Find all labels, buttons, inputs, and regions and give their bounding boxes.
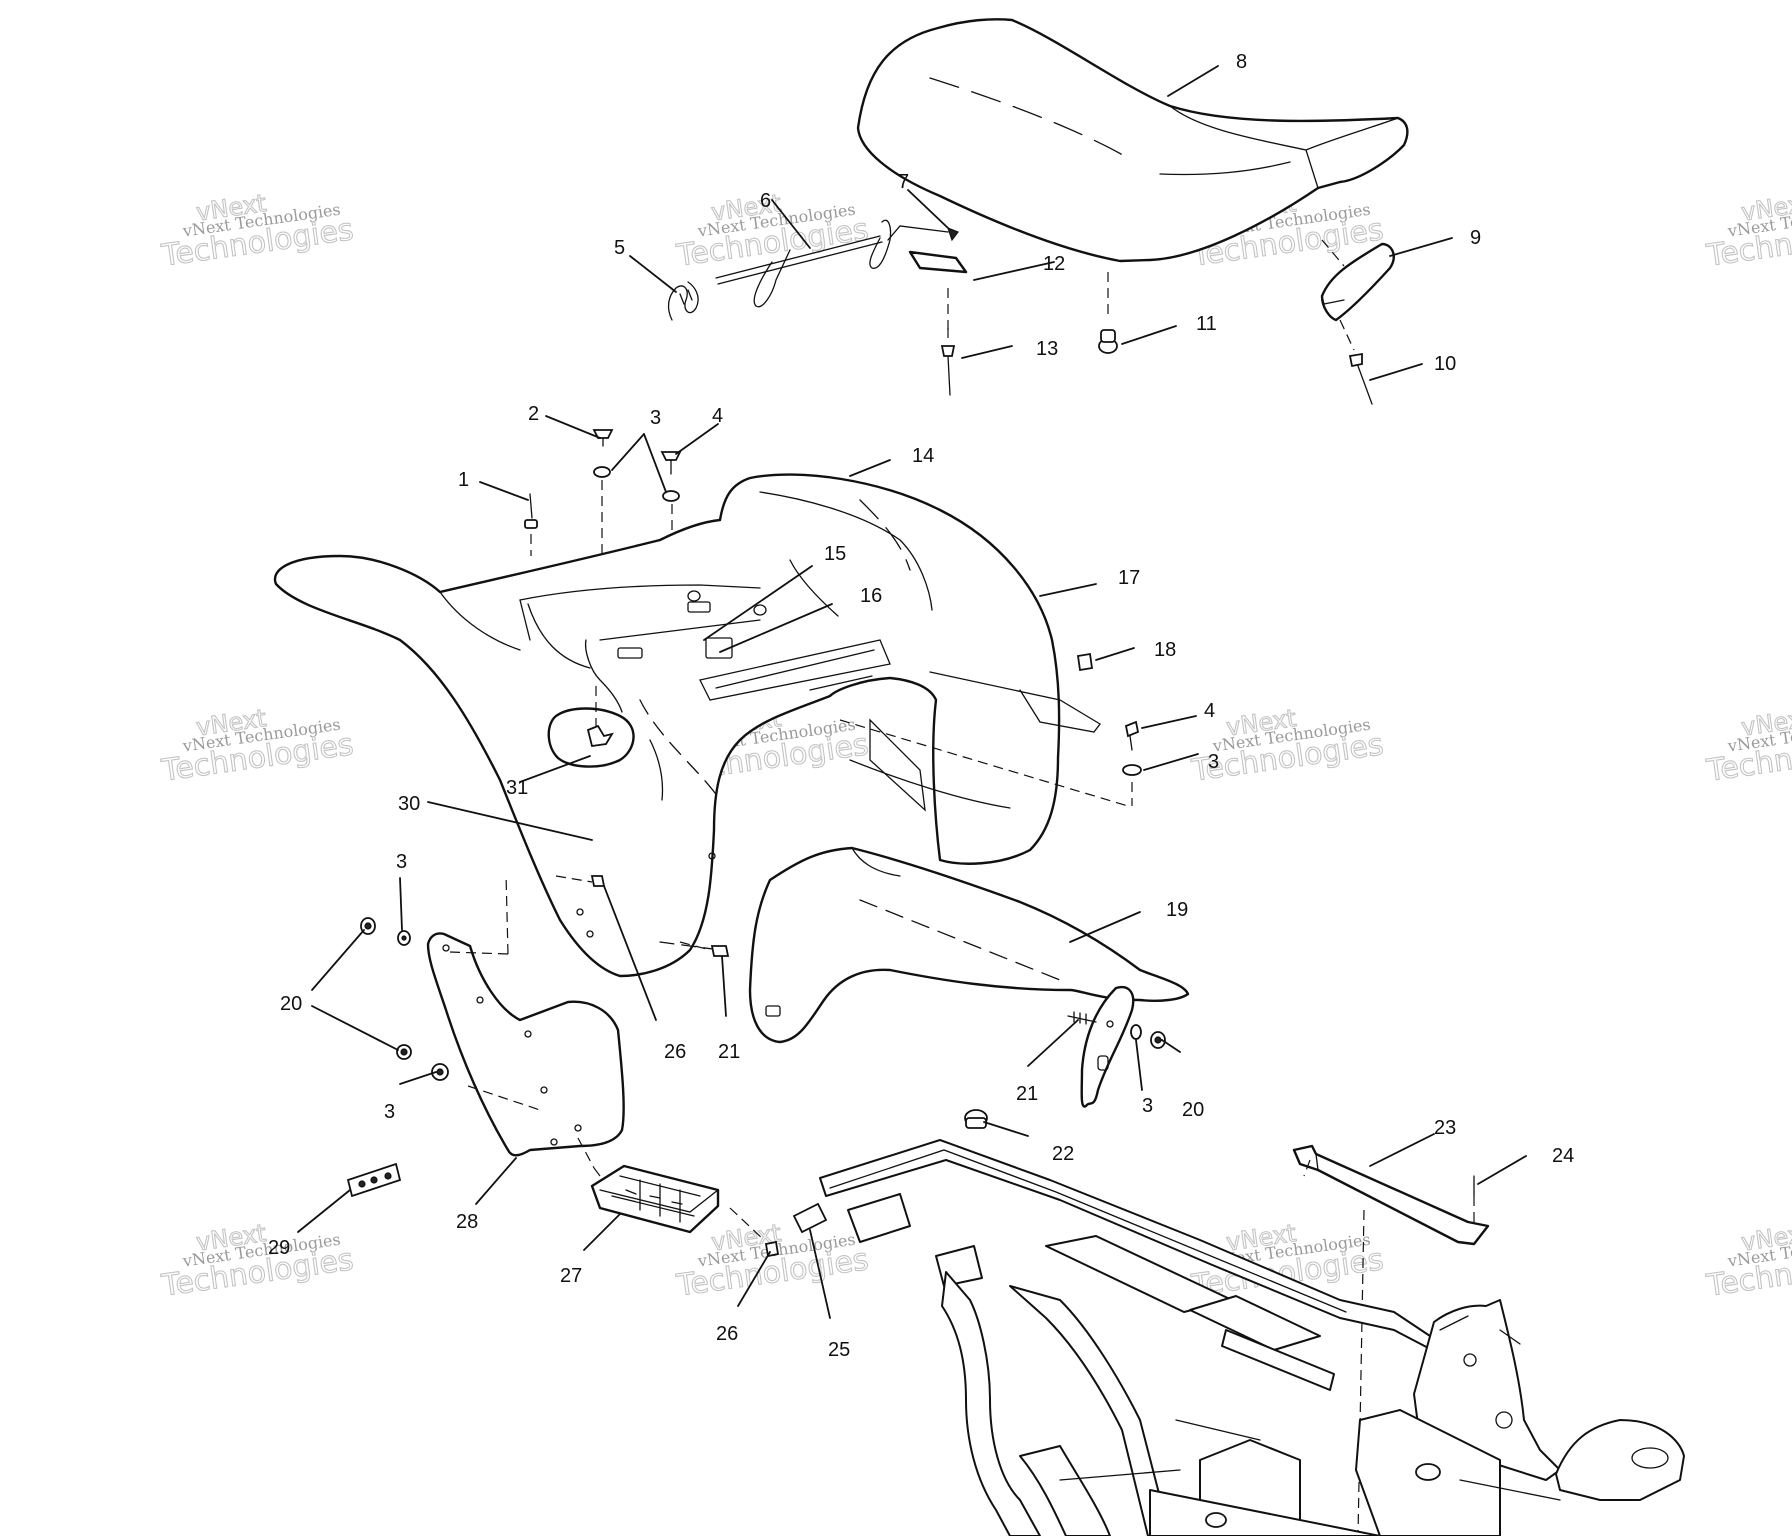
callout-25: 25 bbox=[828, 1339, 850, 1361]
callout-22: 22 bbox=[1052, 1143, 1074, 1165]
callout-17: 17 bbox=[1118, 567, 1140, 589]
plate-23 bbox=[1292, 1144, 1490, 1246]
callout-11: 11 bbox=[1196, 313, 1217, 335]
hardware-pushpin-1 bbox=[524, 493, 538, 556]
nut-lower-left bbox=[396, 1044, 412, 1060]
callout-4: 4 bbox=[712, 405, 723, 427]
watermark: vNext vNext Technologies Technologies bbox=[158, 1218, 356, 1304]
nut-right bbox=[1150, 1031, 1166, 1049]
callout-2: 2 bbox=[528, 403, 539, 425]
callout-9: 9 bbox=[1470, 227, 1481, 249]
callout-4b: 4 bbox=[1204, 700, 1215, 722]
callout-6: 6 bbox=[760, 190, 771, 212]
decal-31 bbox=[547, 686, 635, 768]
decal-25 bbox=[792, 1202, 828, 1234]
rear-fastener bbox=[1348, 352, 1373, 405]
watermark: vNext vNext Technologies Technologies bbox=[1703, 188, 1792, 274]
callout-31: 31 bbox=[506, 777, 528, 799]
callout-3: 3 bbox=[650, 407, 661, 429]
callout-23: 23 bbox=[1434, 1117, 1456, 1139]
seat-bumper bbox=[1098, 272, 1118, 354]
callout-26: 26 bbox=[664, 1041, 686, 1063]
callout-1: 1 bbox=[458, 469, 469, 491]
washer-right bbox=[1130, 1024, 1142, 1040]
callout-8: 8 bbox=[1236, 51, 1247, 73]
watermark: vNext vNext Technologies Technologies bbox=[158, 188, 356, 274]
callout-24: 24 bbox=[1552, 1145, 1574, 1167]
callout-3d: 3 bbox=[384, 1101, 395, 1123]
callout-13: 13 bbox=[1036, 338, 1058, 360]
latch-spring bbox=[667, 281, 699, 321]
mud-flap-left bbox=[426, 873, 625, 1177]
bumper-22 bbox=[964, 1109, 988, 1129]
washer-lower-left bbox=[431, 1063, 449, 1081]
rear-fender bbox=[273, 473, 1101, 978]
callout-5: 5 bbox=[614, 237, 625, 259]
hardware-screw-2 bbox=[592, 429, 614, 632]
callout-16: 16 bbox=[860, 585, 882, 607]
callout-10: 10 bbox=[1434, 353, 1456, 375]
bolt-right bbox=[1067, 1011, 1097, 1025]
callout-20b: 20 bbox=[1182, 1099, 1204, 1121]
latch-hook bbox=[715, 219, 892, 308]
callout-3c: 3 bbox=[396, 851, 407, 873]
guide-line bbox=[1303, 1159, 1311, 1177]
callout-14: 14 bbox=[912, 445, 934, 467]
callout-21: 21 bbox=[718, 1041, 740, 1063]
callout-3e: 3 bbox=[1142, 1095, 1153, 1117]
callout-18: 18 bbox=[1154, 639, 1176, 661]
screw-21-upper bbox=[679, 941, 730, 957]
screw-4-right bbox=[839, 719, 1142, 807]
callout-labels: 1 2 3 4 5 6 7 8 9 10 11 12 13 14 15 16 1… bbox=[268, 51, 1574, 1361]
frame bbox=[819, 1139, 1685, 1536]
leader-lines bbox=[297, 65, 1527, 1319]
fender-flap bbox=[659, 846, 1190, 1044]
washer-upper-left bbox=[397, 930, 411, 946]
guide-line bbox=[1357, 1209, 1365, 1536]
callout-27: 27 bbox=[560, 1265, 582, 1287]
footrest-27 bbox=[590, 1164, 720, 1234]
callout-3b: 3 bbox=[1208, 751, 1219, 773]
watermark: vNext vNext Technologies Technologies bbox=[673, 188, 871, 274]
callout-26b: 26 bbox=[716, 1323, 738, 1345]
bracket-29 bbox=[346, 1162, 402, 1198]
callout-12: 12 bbox=[1043, 253, 1065, 275]
fender-clip-18 bbox=[1076, 652, 1094, 672]
watermark: vNext vNext Technologies Technologies bbox=[1703, 1218, 1792, 1304]
seat bbox=[856, 18, 1409, 263]
callout-19: 19 bbox=[1166, 899, 1188, 921]
seat-bracket-rear bbox=[1320, 239, 1395, 351]
callout-21b: 21 bbox=[1016, 1083, 1038, 1105]
watermark: vNext vNext Technologies Technologies bbox=[158, 703, 356, 789]
watermark: vNext vNext Technologies Technologies bbox=[1703, 703, 1792, 789]
push-rivet bbox=[940, 328, 956, 396]
latch-rod bbox=[887, 225, 959, 242]
callout-15: 15 bbox=[824, 543, 846, 565]
callout-20: 20 bbox=[280, 993, 302, 1015]
callout-28: 28 bbox=[456, 1211, 478, 1233]
seat-bracket bbox=[908, 250, 968, 330]
callout-29: 29 bbox=[268, 1237, 290, 1259]
callout-30: 30 bbox=[398, 793, 420, 815]
mud-flap-right bbox=[1080, 985, 1135, 1108]
callout-7: 7 bbox=[898, 171, 909, 193]
